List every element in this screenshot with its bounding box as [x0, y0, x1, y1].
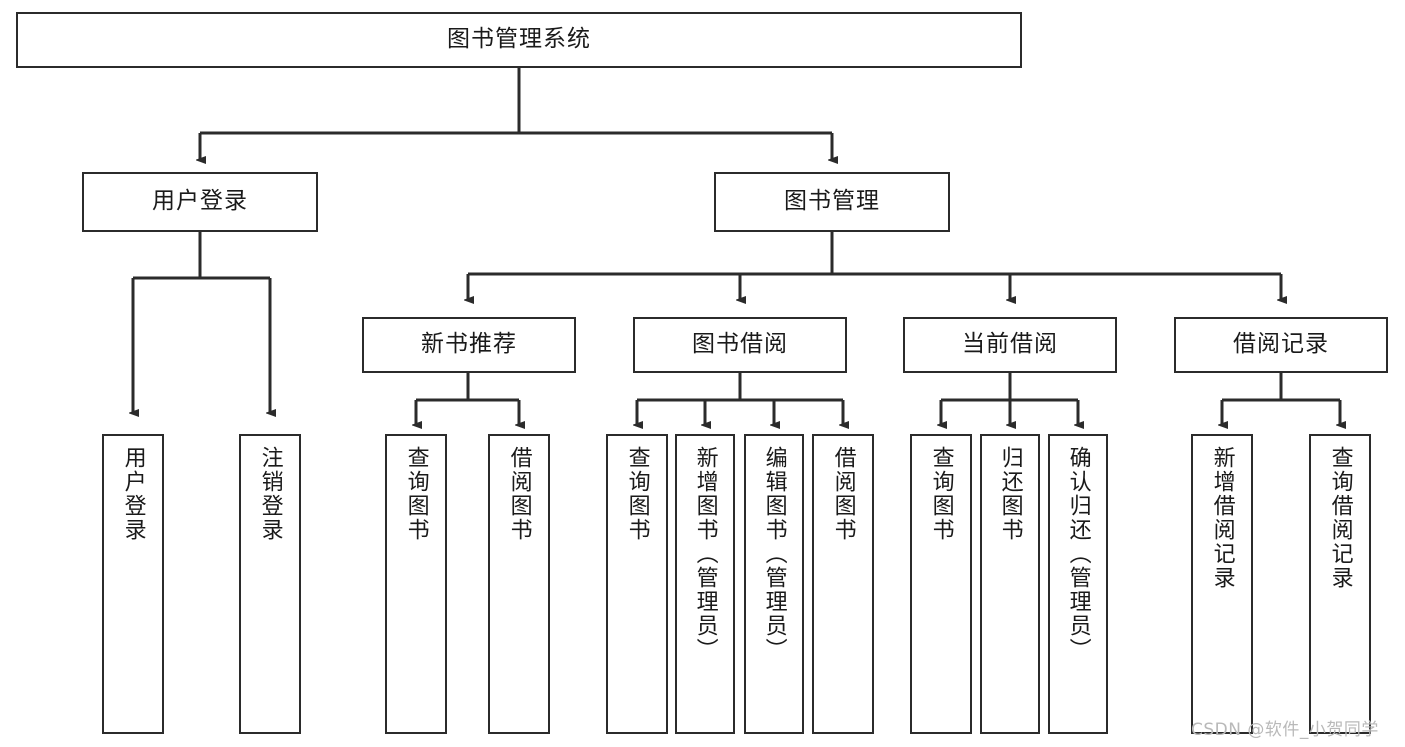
leaf-book-borrow-borrow[interactable]: 借阅图书 — [812, 434, 874, 734]
leaf-user-login-logout[interactable]: 注销登录 — [239, 434, 301, 734]
leaf-current-borrow-query[interactable]: 查询图书 — [910, 434, 972, 734]
leaf-label: 确认归还（管理员） — [1065, 446, 1091, 662]
leaf-label: 借阅图书 — [830, 446, 856, 542]
node-borrow-record-label: 借阅记录 — [1233, 331, 1329, 358]
node-borrow-record[interactable]: 借阅记录 — [1174, 317, 1388, 373]
leaf-label: 编辑图书（管理员） — [761, 446, 787, 662]
watermark-text: CSDN @软件_小贺同学 — [1191, 720, 1379, 740]
leaf-book-borrow-query[interactable]: 查询图书 — [606, 434, 668, 734]
leaf-new-book-borrow[interactable]: 借阅图书 — [488, 434, 550, 734]
node-user-login[interactable]: 用户登录 — [82, 172, 318, 232]
leaf-book-borrow-edit[interactable]: 编辑图书（管理员） — [744, 434, 804, 734]
leaf-label: 归还图书 — [997, 446, 1023, 542]
node-user-login-label: 用户登录 — [152, 188, 248, 215]
node-current-borrow[interactable]: 当前借阅 — [903, 317, 1117, 373]
leaf-label: 注销登录 — [257, 446, 283, 542]
leaf-label: 查询图书 — [928, 446, 954, 542]
leaf-current-borrow-confirm[interactable]: 确认归还（管理员） — [1048, 434, 1108, 734]
leaf-user-login-login[interactable]: 用户登录 — [102, 434, 164, 734]
leaf-borrow-record-query[interactable]: 查询借阅记录 — [1309, 434, 1371, 734]
leaf-label: 新增图书（管理员） — [692, 446, 718, 662]
leaf-label: 查询借阅记录 — [1327, 446, 1353, 590]
node-root[interactable]: 图书管理系统 — [16, 12, 1022, 68]
node-new-book-recommend-label: 新书推荐 — [421, 331, 517, 358]
leaf-label: 新增借阅记录 — [1209, 446, 1235, 590]
leaf-label: 查询图书 — [624, 446, 650, 542]
leaf-current-borrow-return[interactable]: 归还图书 — [980, 434, 1040, 734]
leaf-new-book-query[interactable]: 查询图书 — [385, 434, 447, 734]
node-new-book-recommend[interactable]: 新书推荐 — [362, 317, 576, 373]
node-root-label: 图书管理系统 — [447, 26, 591, 53]
node-book-management[interactable]: 图书管理 — [714, 172, 950, 232]
leaf-label: 用户登录 — [120, 446, 146, 542]
node-book-borrow[interactable]: 图书借阅 — [633, 317, 847, 373]
leaf-borrow-record-add[interactable]: 新增借阅记录 — [1191, 434, 1253, 734]
leaf-book-borrow-add[interactable]: 新增图书（管理员） — [675, 434, 735, 734]
node-book-borrow-label: 图书借阅 — [692, 331, 788, 358]
node-current-borrow-label: 当前借阅 — [962, 331, 1058, 358]
leaf-label: 查询图书 — [403, 446, 429, 542]
node-book-management-label: 图书管理 — [784, 188, 880, 215]
leaf-label: 借阅图书 — [506, 446, 532, 542]
